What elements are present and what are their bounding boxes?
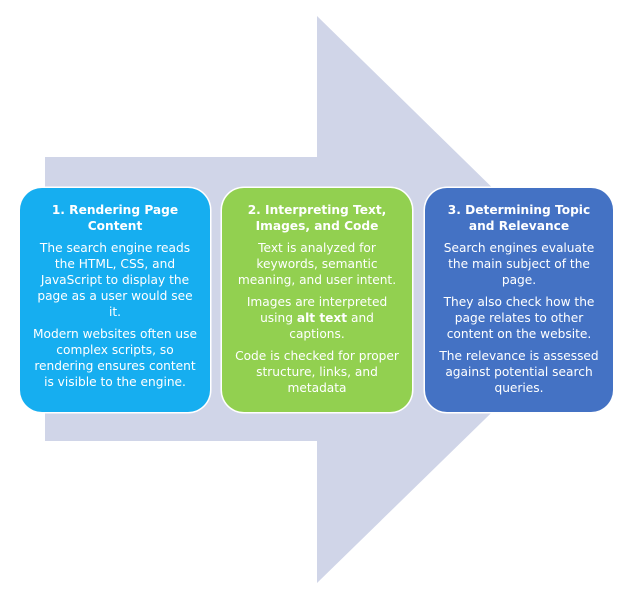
step-1-text-1: The search engine reads the HTML, CSS, a… — [37, 241, 193, 319]
step-1-card: 1. Rendering Page Content The search eng… — [20, 188, 210, 412]
step-3-text-3: The relevance is assessed against potent… — [439, 349, 599, 395]
step-2-text-2-after: and captions. — [289, 311, 374, 341]
step-1-title: 1. Rendering Page Content — [51, 203, 179, 233]
step-2-text-2-before: Images are interpreted using — [246, 295, 388, 325]
step-2-text-1: Text is analyzed for keywords, semantic … — [237, 241, 397, 287]
step-1-text-2: Modern websites often use complex script… — [32, 327, 198, 389]
step-3-title: 3. Determining Topic and Relevance — [447, 203, 591, 233]
step-3-text-1: Search engines evaluate the main subject… — [443, 241, 595, 287]
alt-text-emphasis: alt text — [296, 311, 348, 325]
step-2-text-3: Code is checked for proper structure, li… — [235, 349, 399, 395]
step-2-title: 2. Interpreting Text, Images, and Code — [247, 203, 387, 233]
step-2-card: 2. Interpreting Text, Images, and Code T… — [222, 188, 412, 412]
step-2-text-2: Images are interpreted using alt text an… — [232, 294, 402, 342]
step-3-text-2: They also check how the page relates to … — [443, 295, 595, 341]
step-3-card: 3. Determining Topic and Relevance Searc… — [425, 188, 613, 412]
